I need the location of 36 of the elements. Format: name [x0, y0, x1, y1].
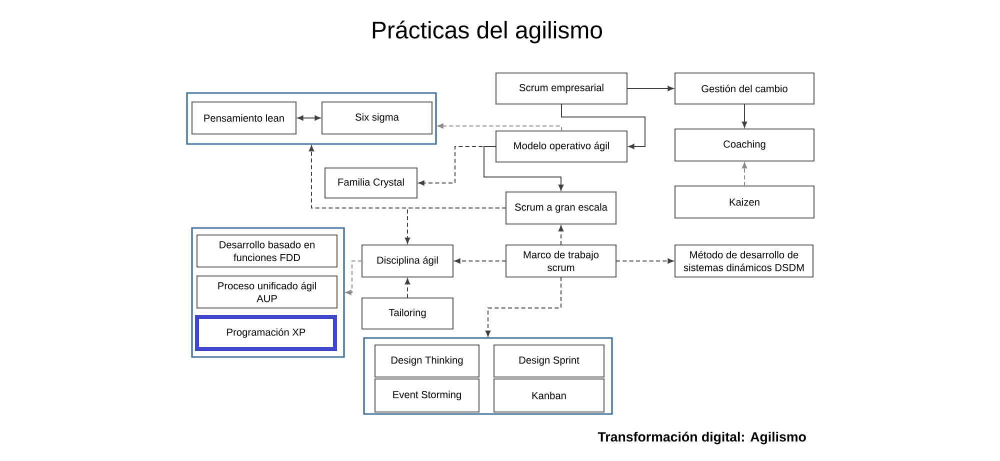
process-box: Design Thinking — [374, 344, 480, 378]
process-box: Tailoring — [361, 297, 454, 330]
process-box: Kanban — [493, 378, 605, 413]
process-box: Scrum empresarial — [495, 72, 628, 105]
dashed-arrow — [437, 123, 562, 132]
process-box: Pensamiento lean — [191, 101, 297, 135]
process-box: Coaching — [674, 128, 815, 162]
caption: Transformación digital: Agilismo — [598, 432, 806, 444]
process-box: Familia Crystal — [324, 167, 418, 199]
dashed-arrow — [404, 208, 506, 244]
process-box: Modelo operativo ágil — [495, 130, 628, 163]
dashed-arrow — [454, 258, 506, 264]
process-box: Scrum a gran escala — [505, 191, 617, 225]
arrow — [742, 104, 748, 128]
dashed-arrow — [558, 225, 564, 246]
process-box: Disciplina ágil — [361, 244, 454, 278]
process-box: Design Sprint — [493, 344, 605, 378]
process-box: Six sigma — [321, 101, 433, 135]
highlighted-box: Programación XP — [195, 315, 337, 351]
dashed-arrow — [345, 260, 362, 296]
arrow — [484, 146, 564, 191]
arrow — [561, 104, 646, 150]
process-box: Event Storming — [374, 378, 480, 413]
double-arrow — [297, 115, 321, 121]
dashed-arrow — [742, 162, 748, 186]
process-box: Proceso unificado ágil AUP — [196, 275, 338, 309]
process-box: Método de desarrollo de sistemas dinámicos DSDM — [674, 244, 814, 278]
process-box: Gestión del cambio — [674, 72, 815, 105]
dashed-arrow — [404, 278, 410, 298]
process-box: Desarrollo basado en funciones FDD — [196, 234, 338, 268]
dashed-arrow — [616, 258, 674, 264]
process-box: Kaizen — [674, 185, 815, 219]
dashed-arrow — [485, 276, 562, 337]
title: Prácticas del agilismo — [372, 20, 602, 44]
arrow — [626, 86, 674, 92]
process-box: Marco de trabajo scrum — [505, 244, 617, 278]
